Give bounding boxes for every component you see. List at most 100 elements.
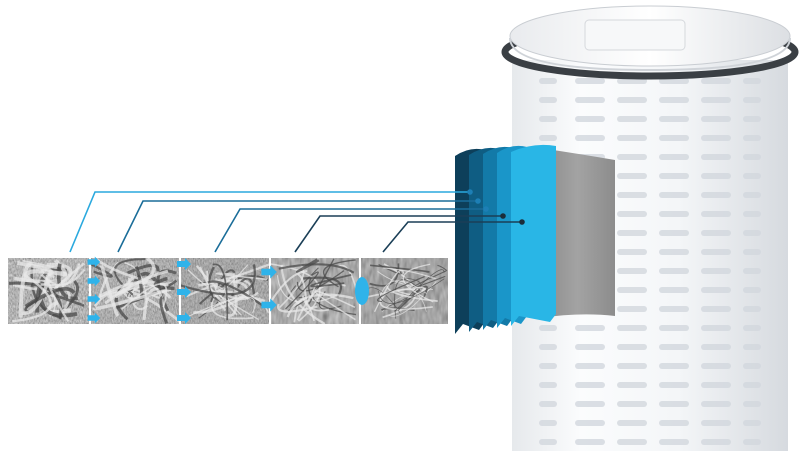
pleat-slot [701,192,731,198]
pleat-slot [575,97,605,103]
fiber [99,281,165,312]
pleat-slot [659,325,689,331]
fiber [183,296,256,320]
pleat-slot [701,344,731,350]
flow-arrow-icon [87,256,101,268]
fiber [22,259,58,269]
leader-line-4 [294,215,503,253]
fiber [126,263,160,275]
pleat-slot [617,344,647,350]
pleat-slot [575,135,605,141]
pleat-slot [539,382,557,388]
pleat-slot [539,116,557,122]
fiber [379,292,433,311]
pleat-slot [617,420,647,426]
pleat-slot [659,135,689,141]
pleat-slot [743,325,761,331]
flow-lens-icon [355,277,369,305]
pleat-slot [743,420,761,426]
fiber [212,263,229,321]
flow-arrow-icon [87,293,101,305]
pleat-slot [659,211,689,217]
pleat-slot [617,230,647,236]
leader-line-2 [117,200,478,253]
pleat-slot [659,154,689,160]
fiber [114,285,129,321]
pleat-slot [659,173,689,179]
leader-dot-4 [500,213,506,219]
pleat-slot [701,78,731,84]
fiber [402,263,434,303]
fiber [370,264,430,273]
pleat-slot [659,439,689,445]
pleat-slot [617,249,647,255]
fiber [214,285,238,316]
fiber [90,262,113,278]
flow-arrow-icon [261,298,277,312]
fiber [278,264,305,309]
pleat-slot [701,249,731,255]
pleat-slot [617,211,647,217]
pleat-slot [701,382,731,388]
fiber [379,280,427,299]
pleat-slot [539,420,557,426]
fiber [394,279,421,319]
fiber [21,269,53,315]
pleat-slot [659,363,689,369]
pleat-slot [743,192,761,198]
pleat-slot [743,439,761,445]
flow-arrow-icon [87,312,101,324]
pleat-slot [617,439,647,445]
pleat-slot [743,344,761,350]
leader-lines [69,189,525,253]
pleat-slot [659,230,689,236]
fiber [365,286,426,299]
pleat-slot [575,382,605,388]
pleat-slot [743,268,761,274]
fiber [12,273,52,323]
pleat-slot [743,154,761,160]
pleat-slot [659,78,689,84]
pleat-slot [575,439,605,445]
pleat-slot [701,230,731,236]
pleat-slot [743,401,761,407]
flow-arrow-icon [177,286,191,298]
fiber [322,259,356,288]
leader-dot-3 [483,206,489,212]
pleat-slot [575,363,605,369]
pleat-slot [701,154,731,160]
pleat-slot [701,173,731,179]
fiber [159,295,168,324]
fiber [383,267,437,280]
pleat-slot [617,306,647,312]
pleat-slot [743,97,761,103]
pleat-slot [617,135,647,141]
fiber [24,287,76,309]
micrograph-section-5 [360,258,448,324]
fiber [278,263,355,274]
pleat-slot [539,97,557,103]
pleat-slot [659,249,689,255]
leader-line-5 [382,221,522,253]
pleat-slot [617,116,647,122]
leader-line-1 [69,191,470,253]
pleat-slot [701,135,731,141]
pleat-slot [617,382,647,388]
pleat-slot [539,401,557,407]
end-cap-tab [584,19,686,51]
pleat-slot [575,344,605,350]
pleat-slot [701,439,731,445]
pleat-slot [575,325,605,331]
fiber [215,272,268,281]
fiber [377,276,425,302]
pleat-slot [743,306,761,312]
fiber [285,271,319,310]
fiber [195,265,259,301]
pleat-slot [743,249,761,255]
pleat-slot [659,116,689,122]
leader-line-3 [214,208,486,253]
flow-arrow-icon [87,275,101,287]
filter-media-layers [455,144,556,334]
fiber [437,264,448,272]
pleat-slot [701,97,731,103]
